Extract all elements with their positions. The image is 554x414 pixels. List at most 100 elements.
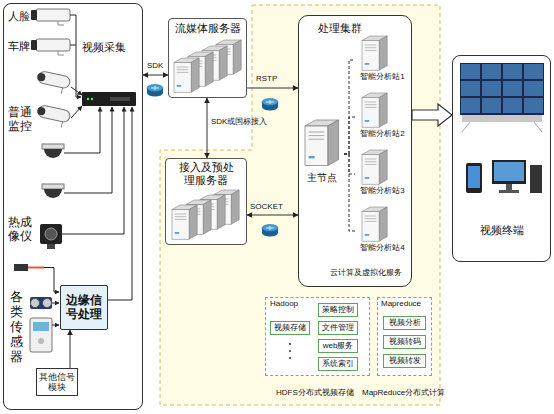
server-icon xyxy=(305,120,339,166)
connector-label: SDK或国标接入 xyxy=(211,118,267,127)
signal-wire xyxy=(71,106,82,118)
server-box: 接入及预处理服务器 xyxy=(165,158,247,245)
ellipsis-dots xyxy=(289,343,291,359)
node-label: 智能分析站4 xyxy=(355,243,410,252)
router-icon xyxy=(262,102,278,107)
function-box: 文件管理 xyxy=(318,321,358,335)
server-icon xyxy=(362,36,387,70)
phone-icon xyxy=(466,163,482,193)
thermal-camera-icon xyxy=(47,244,55,249)
ultrasonic-sensor-icon xyxy=(43,299,52,308)
terminal-box: 视频终端 xyxy=(452,55,551,262)
video-wall-icon xyxy=(462,115,542,122)
server-box: 流媒体服务器 xyxy=(168,18,247,98)
analysis-station: 智能分析站3 xyxy=(355,149,410,199)
node-label: 智能分析站2 xyxy=(355,129,410,138)
node-label: 智能分析站3 xyxy=(355,186,410,195)
signal-wire xyxy=(44,268,59,293)
edge-processing-box: 边缘信号处理 xyxy=(60,285,108,330)
computer-icon xyxy=(492,160,542,193)
server-icon xyxy=(216,40,241,74)
phone-icon xyxy=(466,163,482,193)
function-box: 视频分析 xyxy=(383,316,426,330)
router-icon xyxy=(147,85,163,97)
box-sensor-icon xyxy=(38,338,44,344)
router-icon xyxy=(262,99,278,111)
video-recorder-icon xyxy=(110,97,130,101)
cloud-region xyxy=(160,5,440,405)
server-icon xyxy=(174,58,199,92)
signal-wire xyxy=(52,325,59,326)
router-icon xyxy=(262,225,278,237)
thermal-camera-icon xyxy=(45,228,57,240)
mapreduce-box: Mapreduce视频分析视频转码视频转发 xyxy=(377,297,432,376)
router-icon xyxy=(262,228,278,233)
caption-label: HDFS分布式视频存储 xyxy=(276,389,354,398)
cluster-link xyxy=(344,154,355,231)
server-icon xyxy=(362,207,387,241)
signal-wire xyxy=(44,15,132,325)
server-icon xyxy=(186,200,211,234)
signal-module-box: 其他信号模块 xyxy=(36,368,78,396)
video-wall-icon xyxy=(460,63,544,115)
server-icon xyxy=(214,190,239,224)
box-sensor-icon xyxy=(30,318,52,352)
node-label: 系统索引 xyxy=(322,359,354,368)
dome-camera-icon xyxy=(42,184,64,189)
connector-label: SOCKET xyxy=(250,203,283,212)
signal-wire xyxy=(52,303,59,304)
function-box: 策略控制 xyxy=(318,303,358,317)
master-node: 主节点 xyxy=(300,118,344,190)
node-label: 策略控制 xyxy=(322,305,354,314)
node-label: 主节点 xyxy=(302,172,342,184)
dome-camera-icon xyxy=(44,149,62,158)
analysis-station: 智能分析站1 xyxy=(355,35,410,85)
video-recorder-icon xyxy=(91,98,93,100)
camera-icon xyxy=(31,39,70,55)
signal-wire xyxy=(70,15,81,97)
server-icon xyxy=(362,93,387,127)
server-icon xyxy=(362,150,387,184)
node-label: 智能分析站1 xyxy=(355,72,410,81)
ellipsis-dots xyxy=(289,357,291,359)
connector-label: SDK xyxy=(147,62,163,71)
camera-icon xyxy=(58,51,64,55)
ultrasonic-sensor-icon xyxy=(30,297,52,309)
node-label: 其他信号模块 xyxy=(38,372,76,393)
node-label: 热成像仪 xyxy=(8,216,34,244)
cluster-link xyxy=(344,60,355,154)
function-box: 系统索引 xyxy=(318,357,358,371)
node-label: 视频分析 xyxy=(389,318,421,327)
bullet-camera-icon xyxy=(37,72,46,81)
node-label: 处理集群 xyxy=(318,22,362,35)
video-recorder-icon xyxy=(82,92,136,106)
connector-layer xyxy=(70,60,452,368)
computer-icon xyxy=(530,165,542,193)
computer-icon xyxy=(499,190,519,193)
node-label: Mapreduce xyxy=(381,299,421,308)
camera-icon xyxy=(36,9,70,21)
dome-camera-icon xyxy=(42,144,64,149)
ultrasonic-sensor-icon xyxy=(30,297,52,309)
node-label: 人脸 xyxy=(8,10,30,23)
ellipsis-dots xyxy=(289,350,291,352)
video-wall-icon xyxy=(460,63,544,132)
signal-wire xyxy=(70,45,76,46)
camera-icon xyxy=(31,9,70,25)
bullet-camera-icon xyxy=(35,70,71,94)
computer-icon xyxy=(506,184,512,190)
node-label: 普通监控 xyxy=(8,106,34,134)
dome-camera-icon xyxy=(42,184,64,198)
signal-wire xyxy=(64,107,112,193)
server-icon xyxy=(200,195,225,229)
thermal-camera-icon xyxy=(40,224,62,244)
signal-wire xyxy=(64,107,100,153)
access-link xyxy=(207,98,208,158)
analysis-station: 智能分析站4 xyxy=(355,206,410,256)
socket-link xyxy=(247,215,298,216)
node-label: 边缘信号处理 xyxy=(64,294,104,322)
node-label: 视频转码 xyxy=(389,337,421,346)
